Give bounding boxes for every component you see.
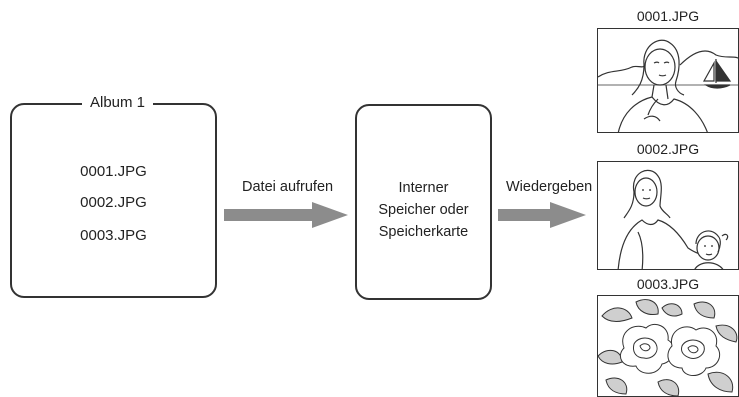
- portrait-sailboat-photo-icon: [598, 39, 738, 132]
- album-box: [10, 103, 217, 298]
- storage-box: Interner Speicher oder Speicherkarte: [355, 104, 492, 300]
- storage-line: Speicher oder: [378, 202, 469, 218]
- album-file-list: 0001.JPG 0002.JPG 0003.JPG: [10, 103, 217, 298]
- storage-line: Interner: [398, 180, 449, 196]
- thumbnail-3: [597, 295, 739, 397]
- playback-arrow: [498, 202, 586, 228]
- playback-label: Wiedergeben: [506, 179, 593, 195]
- album-file-item: 0002.JPG: [80, 194, 147, 211]
- flowers-photo-icon: [598, 299, 738, 396]
- thumbnail-2: [597, 161, 739, 270]
- storage-line: Speicherkarte: [378, 224, 469, 240]
- album-file-item: 0001.JPG: [80, 163, 147, 180]
- open-file-arrow: [224, 202, 348, 228]
- mother-child-photo-icon: [617, 169, 729, 269]
- thumbnail-label: 0003.JPG: [636, 276, 700, 292]
- album-file-item: 0003.JPG: [80, 227, 147, 244]
- album-title: Album 1: [82, 94, 154, 112]
- thumbnail-label: 0002.JPG: [636, 141, 700, 157]
- thumbnail-1: [597, 28, 739, 133]
- open-file-label: Datei aufrufen: [242, 179, 334, 195]
- thumbnail-label: 0001.JPG: [636, 8, 700, 24]
